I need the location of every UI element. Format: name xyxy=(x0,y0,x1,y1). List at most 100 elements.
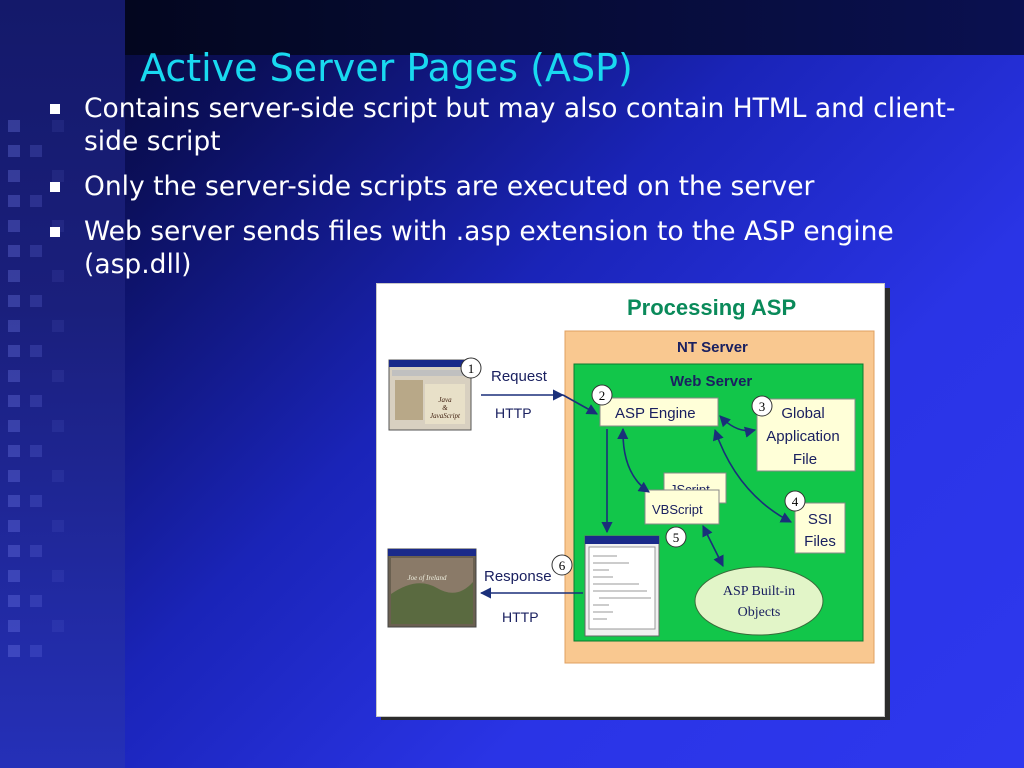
asp-engine-label: ASP Engine xyxy=(615,405,696,422)
decorative-square xyxy=(8,270,20,282)
decorative-square xyxy=(30,345,42,357)
step-number-3: 3 xyxy=(759,399,766,414)
decorative-square xyxy=(8,145,20,157)
response-browser-titlebar xyxy=(388,549,476,556)
request-to-engine-arrow xyxy=(562,394,598,415)
step-number-5: 5 xyxy=(673,530,680,545)
response-browser-hills xyxy=(391,582,473,624)
bullet-text: Only the server-side scripts are execute… xyxy=(84,171,815,202)
step-badge-2 xyxy=(591,384,613,406)
builtin-line-1: ASP Built-in xyxy=(723,584,795,599)
decorative-square xyxy=(8,520,20,532)
bullet-square-icon xyxy=(50,104,60,114)
step-badge-1 xyxy=(460,357,482,379)
decorative-square xyxy=(52,370,64,382)
decorative-square xyxy=(8,195,20,207)
decorative-square xyxy=(8,245,20,257)
response-http-label: HTTP xyxy=(502,609,539,625)
flow-arrows xyxy=(479,389,792,599)
response-label: Response xyxy=(484,568,552,585)
decorative-square xyxy=(30,245,42,257)
decorative-square xyxy=(52,620,64,632)
ssi-line-1: SSI xyxy=(808,511,832,528)
bullet-text: Contains server-side script but may also… xyxy=(84,93,956,157)
step-badge-5 xyxy=(665,526,687,548)
decorative-square xyxy=(30,195,42,207)
decorative-squares xyxy=(0,120,70,680)
decorative-square xyxy=(52,320,64,332)
browser-amp-text: & xyxy=(442,404,448,412)
decorative-square xyxy=(8,595,20,607)
decorative-square xyxy=(8,645,20,657)
decorative-square xyxy=(8,320,20,332)
decorative-square xyxy=(52,120,64,132)
decorative-square xyxy=(52,570,64,582)
asp-engine-box xyxy=(599,397,719,427)
bullet-item: Web server sends files with .asp extensi… xyxy=(48,215,988,281)
bullet-square-icon xyxy=(50,182,60,192)
decorative-square xyxy=(52,170,64,182)
decorative-square xyxy=(8,570,20,582)
decorative-square xyxy=(8,120,20,132)
request-http-label: HTTP xyxy=(495,405,532,421)
step-number-1: 1 xyxy=(468,361,475,376)
bullet-list: Contains server-side script but may also… xyxy=(48,92,988,293)
decorative-square xyxy=(8,545,20,557)
decorative-square xyxy=(8,445,20,457)
global-app-line-2: Application xyxy=(766,428,839,445)
slide-left-band xyxy=(0,0,125,768)
slide-top-band xyxy=(0,0,1024,55)
bullet-item: Contains server-side script but may also… xyxy=(48,92,988,158)
decorative-square xyxy=(8,470,20,482)
slide-title: Active Server Pages (ASP) xyxy=(140,46,633,90)
decorative-square xyxy=(8,395,20,407)
generated-page-titlebar xyxy=(585,536,659,544)
step-badge-3 xyxy=(751,395,773,417)
step-number-4: 4 xyxy=(792,494,799,509)
decorative-square xyxy=(30,545,42,557)
decorative-square xyxy=(30,395,42,407)
builtin-line-2: Objects xyxy=(738,605,781,620)
generated-page-content xyxy=(588,546,656,630)
step-badge-6 xyxy=(551,554,573,576)
decorative-square xyxy=(52,270,64,282)
decorative-square xyxy=(8,620,20,632)
bullet-item: Only the server-side scripts are execute… xyxy=(48,170,988,203)
nt-server-label: NT Server xyxy=(677,339,748,356)
decorative-square xyxy=(30,145,42,157)
step-number-6: 6 xyxy=(559,558,566,573)
decorative-square xyxy=(8,170,20,182)
engine-vbscript-arrow xyxy=(617,427,650,493)
request-browser-titlebar xyxy=(389,360,471,367)
decorative-square xyxy=(30,495,42,507)
processing-asp-diagram: Processing ASP NT Server Web Server ASP … xyxy=(387,295,875,664)
decorative-square xyxy=(52,420,64,432)
vbscript-label: VBScript xyxy=(652,502,703,517)
decorative-square xyxy=(52,520,64,532)
request-browser-toolbar xyxy=(392,370,468,376)
browser-javascript-text: JavaScript xyxy=(430,412,461,420)
diagram-title: Processing ASP xyxy=(627,295,796,320)
global-app-line-1: Global xyxy=(781,405,824,422)
request-label: Request xyxy=(491,368,548,385)
browser-joe-text: Joe of Ireland xyxy=(407,574,447,582)
decorative-square xyxy=(30,595,42,607)
generated-page-code-lines xyxy=(593,555,651,620)
bullet-square-icon xyxy=(50,227,60,237)
decorative-square xyxy=(30,445,42,457)
engine-ssi-arrow xyxy=(712,428,792,523)
decorative-square xyxy=(8,370,20,382)
decorative-square xyxy=(8,295,20,307)
vbscript-builtin-arrow xyxy=(702,524,724,568)
asp-builtin-objects-oval xyxy=(694,566,824,636)
step-number-2: 2 xyxy=(599,388,606,403)
ssi-line-2: Files xyxy=(804,533,836,550)
browser-java-text: Java xyxy=(438,396,452,404)
global-app-line-3: File xyxy=(793,451,817,468)
decorative-square xyxy=(30,645,42,657)
step-badge-4 xyxy=(784,490,806,512)
decorative-square xyxy=(52,470,64,482)
vbscript-box xyxy=(644,489,720,525)
decorative-square xyxy=(30,295,42,307)
processing-asp-figure: Processing ASP NT Server Web Server ASP … xyxy=(376,283,885,717)
